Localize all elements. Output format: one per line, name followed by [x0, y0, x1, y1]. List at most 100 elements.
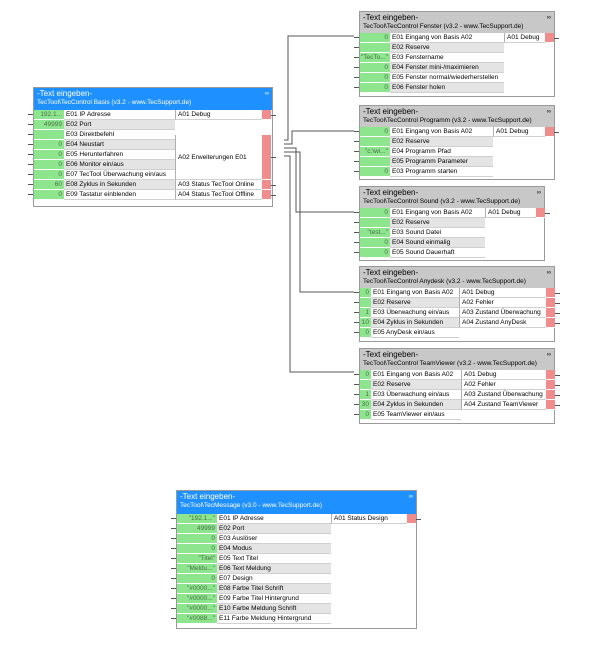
- input-pin[interactable]: [354, 292, 359, 293]
- output-port[interactable]: [262, 190, 271, 200]
- input-pin[interactable]: [28, 184, 33, 185]
- output-port[interactable]: [262, 110, 271, 120]
- output-pin[interactable]: [555, 375, 560, 376]
- input-pin[interactable]: [354, 374, 359, 375]
- input-pin[interactable]: [171, 518, 176, 519]
- output-pin[interactable]: [416, 519, 421, 520]
- block-anydesk[interactable]: -Text eingeben- TecTool\TecControl Anyde…: [354, 266, 560, 342]
- output-port[interactable]: [262, 180, 271, 190]
- input-value[interactable]: 0: [360, 248, 390, 258]
- output-port[interactable]: [546, 308, 555, 318]
- input-pin[interactable]: [354, 77, 359, 78]
- input-row[interactable]: "#0000..."E08 Farbe Titel Schrift: [171, 584, 331, 594]
- input-value[interactable]: "#0088...": [177, 614, 217, 624]
- input-value[interactable]: 0: [360, 167, 390, 177]
- block-header[interactable]: -Text eingeben- TecTool\TecControl Anyde…: [360, 267, 554, 288]
- input-value[interactable]: 0: [360, 83, 390, 93]
- input-value[interactable]: 10: [360, 318, 371, 328]
- input-pin[interactable]: [28, 144, 33, 145]
- input-value[interactable]: 0: [360, 238, 390, 248]
- input-pin[interactable]: [354, 37, 359, 38]
- output-pin[interactable]: [545, 213, 550, 214]
- input-pin[interactable]: [354, 151, 359, 152]
- input-row[interactable]: E02 Reserve: [354, 380, 461, 390]
- output-pin[interactable]: [555, 303, 560, 304]
- input-value[interactable]: 0: [34, 190, 64, 200]
- input-value[interactable]: "TecTo...": [360, 53, 390, 63]
- input-value[interactable]: [360, 298, 371, 308]
- output-pin[interactable]: [271, 195, 276, 196]
- block-fenster[interactable]: -Text eingeben- TecTool\TecControl Fenst…: [354, 11, 559, 97]
- output-port[interactable]: [546, 288, 555, 298]
- input-value[interactable]: [34, 130, 64, 140]
- output-port[interactable]: [546, 370, 555, 380]
- input-value[interactable]: 49999: [177, 524, 217, 534]
- input-value[interactable]: 0: [360, 63, 390, 73]
- input-row[interactable]: 192.1...E01 IP Adresse: [28, 110, 175, 120]
- input-value[interactable]: 0: [34, 150, 64, 160]
- input-value[interactable]: 0: [360, 208, 390, 218]
- input-row[interactable]: E05 Programm Parameter: [354, 157, 493, 167]
- input-pin[interactable]: [354, 171, 359, 172]
- input-value[interactable]: 0: [177, 574, 217, 584]
- input-value[interactable]: 0: [360, 328, 371, 338]
- input-value[interactable]: [360, 43, 390, 53]
- input-row[interactable]: E02 Reserve: [354, 218, 485, 228]
- input-value[interactable]: 0: [360, 73, 390, 83]
- output-pin[interactable]: [271, 185, 276, 186]
- input-row[interactable]: "c:\wi..."E04 Programm Pfad: [354, 147, 493, 157]
- input-value[interactable]: 0: [34, 160, 64, 170]
- input-pin[interactable]: [354, 242, 359, 243]
- input-pin[interactable]: [354, 161, 359, 162]
- input-row[interactable]: E02 Reserve: [354, 137, 493, 147]
- block-message[interactable]: -Text eingeben- TecTool\TecMessage (v3.0…: [171, 490, 421, 629]
- output-pin[interactable]: [555, 405, 560, 406]
- output-port[interactable]: [262, 135, 271, 180]
- input-value[interactable]: 0: [360, 370, 371, 380]
- output-pin[interactable]: [555, 323, 560, 324]
- input-pin[interactable]: [354, 232, 359, 233]
- output-pin[interactable]: [555, 395, 560, 396]
- input-row[interactable]: "#0000..."E09 Farbe Titel Hintergrund: [171, 594, 331, 604]
- output-pin[interactable]: [555, 385, 560, 386]
- output-port[interactable]: [546, 400, 555, 410]
- input-value[interactable]: "#0000...": [177, 604, 217, 614]
- input-value[interactable]: 1: [360, 390, 371, 400]
- block-programm[interactable]: -Text eingeben- TecTool\TecControl Progr…: [354, 105, 559, 180]
- input-pin[interactable]: [28, 194, 33, 195]
- input-row[interactable]: "#0088..."E11 Farbe Meldung Hintergrund: [171, 614, 331, 624]
- block-header[interactable]: -Text eingeben- TecTool\TecControl Basis…: [34, 88, 272, 110]
- block-header[interactable]: -Text eingeben- TecTool\TecMessage (v3.0…: [177, 491, 416, 514]
- block-header[interactable]: -Text eingeben- TecTool\TecControl Sound…: [360, 187, 544, 208]
- input-value[interactable]: 30: [360, 400, 371, 410]
- block-sound[interactable]: -Text eingeben- TecTool\TecControl Sound…: [354, 186, 550, 261]
- input-value[interactable]: 0: [360, 410, 371, 420]
- input-value[interactable]: [360, 380, 371, 390]
- block-header[interactable]: -Text eingeben- TecTool\TecControl Fenst…: [360, 12, 554, 33]
- input-pin[interactable]: [354, 87, 359, 88]
- input-pin[interactable]: [171, 538, 176, 539]
- input-value[interactable]: 192.1...: [34, 110, 64, 120]
- output-port[interactable]: [546, 390, 555, 400]
- input-value[interactable]: 0: [177, 534, 217, 544]
- input-value[interactable]: "c:\wi...": [360, 147, 390, 157]
- input-value[interactable]: "#0000...": [177, 584, 217, 594]
- input-pin[interactable]: [354, 404, 359, 405]
- input-value[interactable]: 60: [34, 180, 64, 190]
